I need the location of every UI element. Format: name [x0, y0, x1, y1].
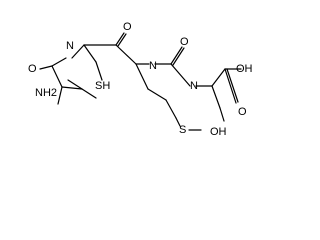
- bond: [117, 33, 127, 47]
- atom-s-thiol: SH: [95, 80, 110, 92]
- bond: [51, 65, 63, 88]
- bond: [81, 88, 97, 99]
- atom-labels: N O N O N O SH NH2 OH O S OH: [28, 21, 253, 138]
- bond: [83, 44, 97, 63]
- bond-lines: [39, 32, 242, 131]
- atom-n-amine: NH2: [35, 87, 57, 99]
- bond: [135, 63, 149, 90]
- atom-n-amide-right: N: [190, 80, 198, 92]
- bond: [95, 61, 103, 81]
- bond: [147, 88, 167, 101]
- atom-s-methionine: S: [179, 124, 186, 136]
- bond: [175, 117, 181, 127]
- bond: [39, 65, 53, 70]
- bond: [67, 79, 83, 90]
- atom-o-left: O: [28, 63, 37, 75]
- bond: [57, 86, 63, 105]
- atom-n-amide-left: N: [66, 40, 74, 52]
- peptide-structure-diagram: N O N O N O SH NH2 OH O S OH: [28, 21, 253, 138]
- atom-oh-bottom: OH: [210, 126, 227, 138]
- bond: [71, 44, 85, 59]
- bond: [172, 47, 185, 66]
- bond: [165, 99, 177, 119]
- bond: [51, 57, 67, 67]
- atom-o-top-left: O: [123, 21, 132, 33]
- bond: [219, 107, 225, 122]
- atom-o-top-center: O: [180, 36, 189, 48]
- bond: [170, 63, 191, 87]
- bond: [211, 68, 226, 87]
- bond: [224, 68, 237, 104]
- structure-canvas: N O N O N O SH NH2 OH O S OH: [28, 21, 253, 138]
- atom-o-acid: O: [238, 106, 247, 118]
- bond: [115, 32, 125, 46]
- bond: [115, 44, 137, 65]
- bond: [226, 68, 239, 103]
- bond: [61, 86, 83, 90]
- bond: [211, 85, 221, 109]
- bond: [170, 46, 183, 65]
- atom-oh-acid: OH: [236, 63, 253, 75]
- atom-n-amide-center: N: [149, 60, 157, 72]
